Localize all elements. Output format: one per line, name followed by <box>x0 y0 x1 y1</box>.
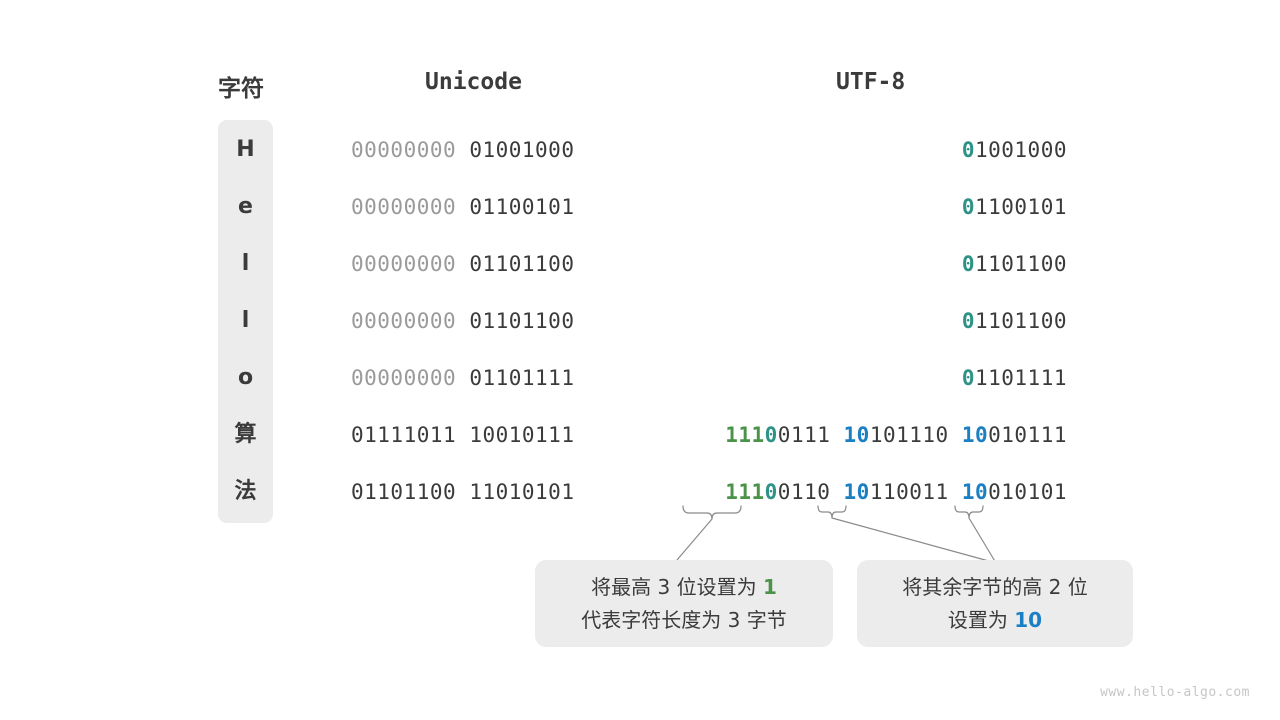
leader-line-right-callout-b <box>968 517 997 564</box>
utf8-length-terminator: 0 <box>764 480 778 504</box>
utf8-value: 11100110 10110011 10010101 <box>725 477 1067 507</box>
utf8-continuation-prefix: 10 <box>961 423 989 447</box>
utf8-prefix: 0 <box>961 366 975 390</box>
unicode-low-byte: 01101100 <box>469 252 575 276</box>
brace-continuation-2 <box>954 505 984 519</box>
utf8-prefix: 0 <box>961 195 975 219</box>
callout-right-line-1: 将其余字节的高 2 位 <box>902 574 1088 599</box>
utf8-prefix: 0 <box>961 309 975 333</box>
utf8-prefix: 0 <box>961 138 975 162</box>
callout-continuation-prefix: 将其余字节的高 2 位 设置为 10 <box>857 560 1133 647</box>
unicode-high-byte: 00000000 <box>351 366 457 390</box>
column-header-character: 字符 <box>218 76 264 102</box>
leader-line-left-callout <box>676 518 713 561</box>
unicode-low-byte: 01001000 <box>469 138 575 162</box>
utf8-length-terminator: 0 <box>764 423 778 447</box>
callout-left-line-1: 将最高 3 位设置为 1 <box>591 574 777 599</box>
utf8-payload: 1101100 <box>974 252 1067 276</box>
unicode-high-byte: 00000000 <box>351 138 457 162</box>
unicode-low-byte: 01101100 <box>469 309 575 333</box>
utf8-length-prefix: 111 <box>725 423 765 447</box>
character-cell: 法 <box>234 479 257 504</box>
unicode-value: 00000000 01101100 <box>351 249 574 279</box>
unicode-high-byte: 00000000 <box>351 195 457 219</box>
column-header-unicode: Unicode <box>425 69 522 95</box>
character-column-panel <box>218 120 273 523</box>
unicode-low-byte: 01101111 <box>469 366 575 390</box>
utf8-value: 01101100 <box>962 306 1067 336</box>
column-header-utf8: UTF-8 <box>836 69 906 95</box>
leader-line-right-callout-a <box>831 517 997 564</box>
unicode-high-byte: 01101100 <box>351 480 457 504</box>
utf8-payload: 0110 <box>777 480 831 504</box>
utf8-continuation-prefix: 10 <box>843 423 870 447</box>
brace-continuation-1 <box>817 505 847 519</box>
callout-length-prefix: 将最高 3 位设置为 1 代表字符长度为 3 字节 <box>535 560 833 647</box>
character-cell: o <box>237 365 254 390</box>
character-cell: 算 <box>234 422 257 447</box>
utf8-prefix: 0 <box>961 252 975 276</box>
utf8-value: 11100111 10101110 10010111 <box>725 420 1067 450</box>
unicode-value: 00000000 01001000 <box>351 135 574 165</box>
utf8-payload: 1101111 <box>974 366 1067 390</box>
character-cell: l <box>241 251 250 276</box>
unicode-value: 00000000 01101111 <box>351 363 574 393</box>
utf8-continuation-prefix: 10 <box>843 480 870 504</box>
utf8-value: 01100101 <box>962 192 1067 222</box>
utf8-payload: 1101100 <box>974 309 1067 333</box>
unicode-value: 01111011 10010111 <box>351 420 574 450</box>
utf8-payload: 1100101 <box>974 195 1067 219</box>
utf8-payload: 0111 <box>777 423 831 447</box>
unicode-value: 00000000 01100101 <box>351 192 574 222</box>
unicode-value: 00000000 01101100 <box>351 306 574 336</box>
unicode-low-byte: 01100101 <box>469 195 575 219</box>
unicode-low-byte: 10010111 <box>469 423 575 447</box>
brace-length-prefix <box>682 505 742 520</box>
utf8-payload: 110011 <box>869 480 949 504</box>
utf8-length-prefix: 111 <box>725 480 765 504</box>
utf8-value: 01101111 <box>962 363 1067 393</box>
callout-right-line-2: 设置为 10 <box>947 607 1043 632</box>
unicode-low-byte: 11010101 <box>469 480 575 504</box>
character-cell: l <box>241 308 250 333</box>
character-cell: e <box>238 194 253 219</box>
character-cell: H <box>236 137 255 162</box>
unicode-high-byte: 00000000 <box>351 309 457 333</box>
utf8-payload: 010111 <box>988 423 1067 447</box>
utf8-value: 01101100 <box>962 249 1067 279</box>
utf8-continuation-prefix: 10 <box>961 480 989 504</box>
site-watermark: www.hello-algo.com <box>1100 685 1250 700</box>
unicode-value: 01101100 11010101 <box>351 477 574 507</box>
utf8-value: 01001000 <box>962 135 1067 165</box>
unicode-high-byte: 00000000 <box>351 252 457 276</box>
utf8-payload: 1001000 <box>974 138 1067 162</box>
unicode-high-byte: 01111011 <box>351 423 457 447</box>
utf8-payload: 101110 <box>869 423 949 447</box>
utf8-payload: 010101 <box>988 480 1067 504</box>
callout-left-line-2: 代表字符长度为 3 字节 <box>581 607 787 632</box>
